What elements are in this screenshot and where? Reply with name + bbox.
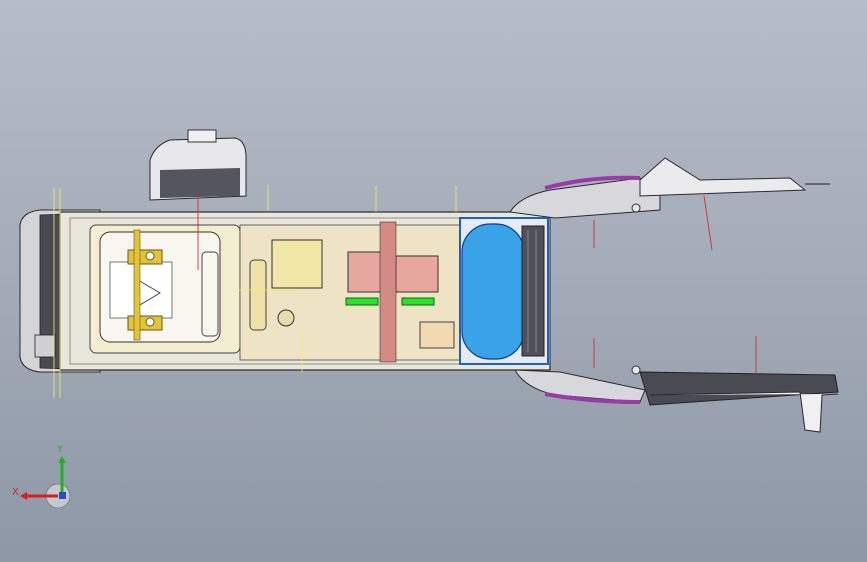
hinge-markers xyxy=(631,203,641,375)
upper-rear-door[interactable] xyxy=(509,157,830,219)
seat-brackets[interactable] xyxy=(127,229,163,341)
lower-rear-ramp[interactable] xyxy=(514,369,839,433)
seat-module[interactable] xyxy=(149,129,247,201)
x-axis-arrow xyxy=(20,492,58,500)
x-axis-label: X xyxy=(12,487,19,498)
water-tank[interactable] xyxy=(459,217,549,365)
red-guide-lines xyxy=(197,195,757,374)
z-axis-marker xyxy=(59,492,66,499)
y-axis-label: Y xyxy=(56,444,64,455)
y-axis-arrow xyxy=(58,456,66,496)
yellow-guide-lines xyxy=(53,185,457,398)
cabin-roof-panel[interactable] xyxy=(89,224,241,354)
coordinate-triad: X Y xyxy=(12,444,71,508)
engine-bay[interactable] xyxy=(239,221,461,363)
